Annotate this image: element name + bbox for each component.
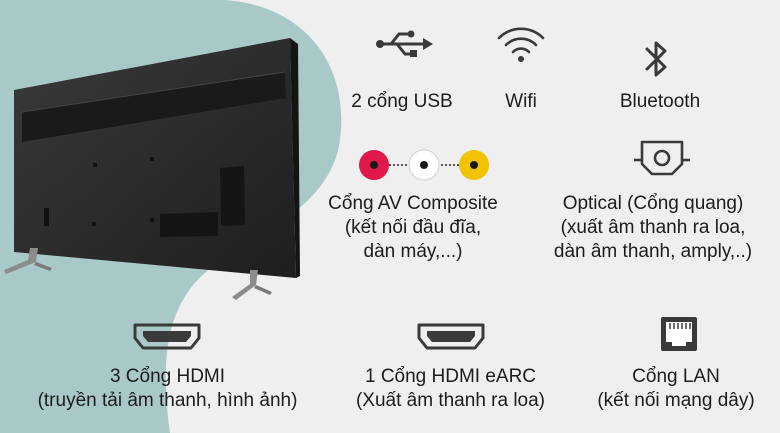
bluetooth-icon: [645, 41, 667, 77]
lan-label-line1: Cổng LAN: [632, 366, 720, 387]
usb-icon: [376, 30, 433, 57]
wifi-icon: [497, 27, 545, 62]
optical-icon: [634, 140, 690, 176]
optical-label-line2: (xuất âm thanh ra loa,: [560, 217, 746, 238]
av-label-line3: dàn máy,...): [363, 241, 463, 262]
optical-label-line1: Optical (Cổng quang): [562, 193, 744, 214]
usb-label: 2 cổng USB: [351, 91, 453, 112]
hdmi-earc-label-line1: 1 Cổng HDMI eARC: [364, 366, 537, 387]
lan-label-line2: (kết nối mạng dây): [597, 390, 755, 411]
hdmi-label-line1: 3 Cổng HDMI: [109, 366, 226, 387]
hdmi-icon: [133, 323, 201, 350]
av-label-line2: (kết nối đầu đĩa,: [344, 217, 482, 238]
bluetooth-label: Bluetooth: [619, 91, 701, 112]
hdmi-earc-icon: [417, 323, 485, 350]
wifi-label: Wifi: [505, 91, 537, 112]
hdmi-label-line2: (truyền tải âm thanh, hình ảnh): [37, 390, 298, 411]
optical-label-line3: dàn âm thanh, amply,..): [553, 241, 753, 262]
av-label-line1: Cổng AV Composite: [328, 193, 498, 214]
av-composite-icon: [359, 149, 489, 181]
hdmi-earc-label-line2: (Xuất âm thanh ra loa): [355, 390, 546, 411]
lan-icon: [661, 317, 697, 351]
